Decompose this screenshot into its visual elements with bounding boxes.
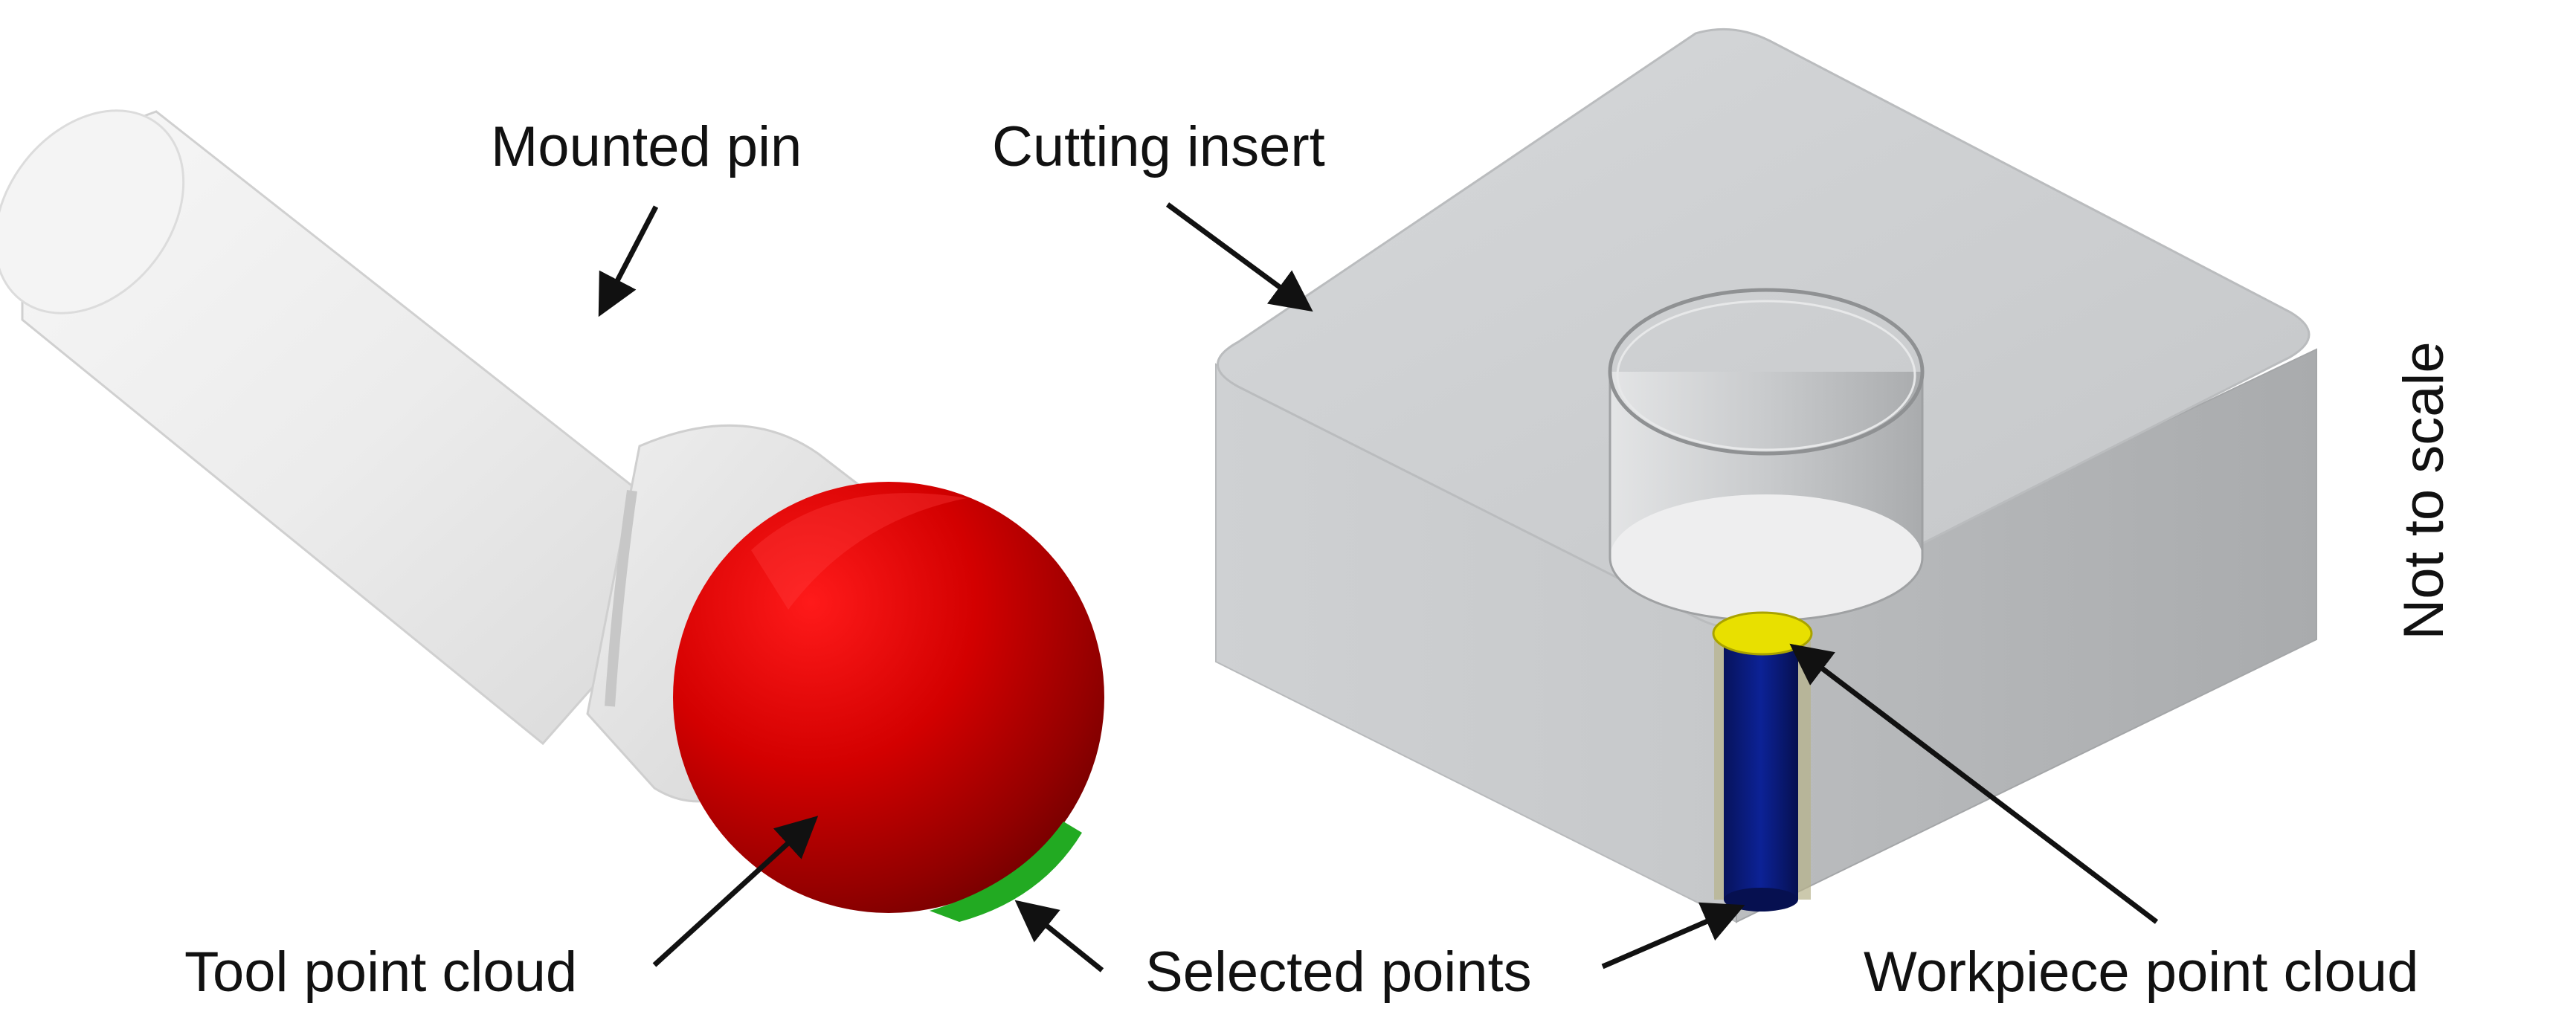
label-cutting-insert: Cutting insert (992, 115, 1325, 178)
workpiece-selected-points (1712, 611, 1813, 656)
label-mounted-pin: Mounted pin (491, 115, 802, 178)
pin-collar-groove (605, 490, 637, 707)
label-workpiece-point-cloud: Workpiece point cloud (1864, 940, 2419, 1004)
workpiece-point-cloud (1712, 611, 1813, 912)
arrow-selected-points-workpiece (1601, 902, 1745, 969)
workpiece-column (1724, 643, 1798, 900)
arrow-workpiece-point-cloud (1789, 643, 2159, 924)
arrow-cutting-insert (1165, 202, 1313, 312)
hole-rim-inner (1616, 300, 1916, 451)
cutting-insert (1215, 28, 2317, 923)
label-tool-point-cloud: Tool point cloud (184, 940, 578, 1004)
arrow-selected-points-tool (1014, 900, 1104, 972)
label-selected-points: Selected points (1145, 940, 1532, 1004)
hole-rim (1608, 288, 1925, 456)
leader-arrows (598, 202, 2159, 972)
tool-selected-points (930, 822, 1082, 922)
tool-sphere (673, 482, 1104, 913)
insert-center-hole (1608, 288, 1925, 622)
pin-end-face (0, 109, 185, 314)
tool-sphere-sheen (751, 493, 967, 610)
label-not-to-scale: Not to scale (2392, 341, 2456, 640)
hole-bottom (1610, 494, 1922, 621)
arrow-tool-point-cloud (652, 816, 819, 967)
tool-point-cloud (673, 482, 1104, 922)
arrow-mounted-pin (598, 205, 659, 317)
